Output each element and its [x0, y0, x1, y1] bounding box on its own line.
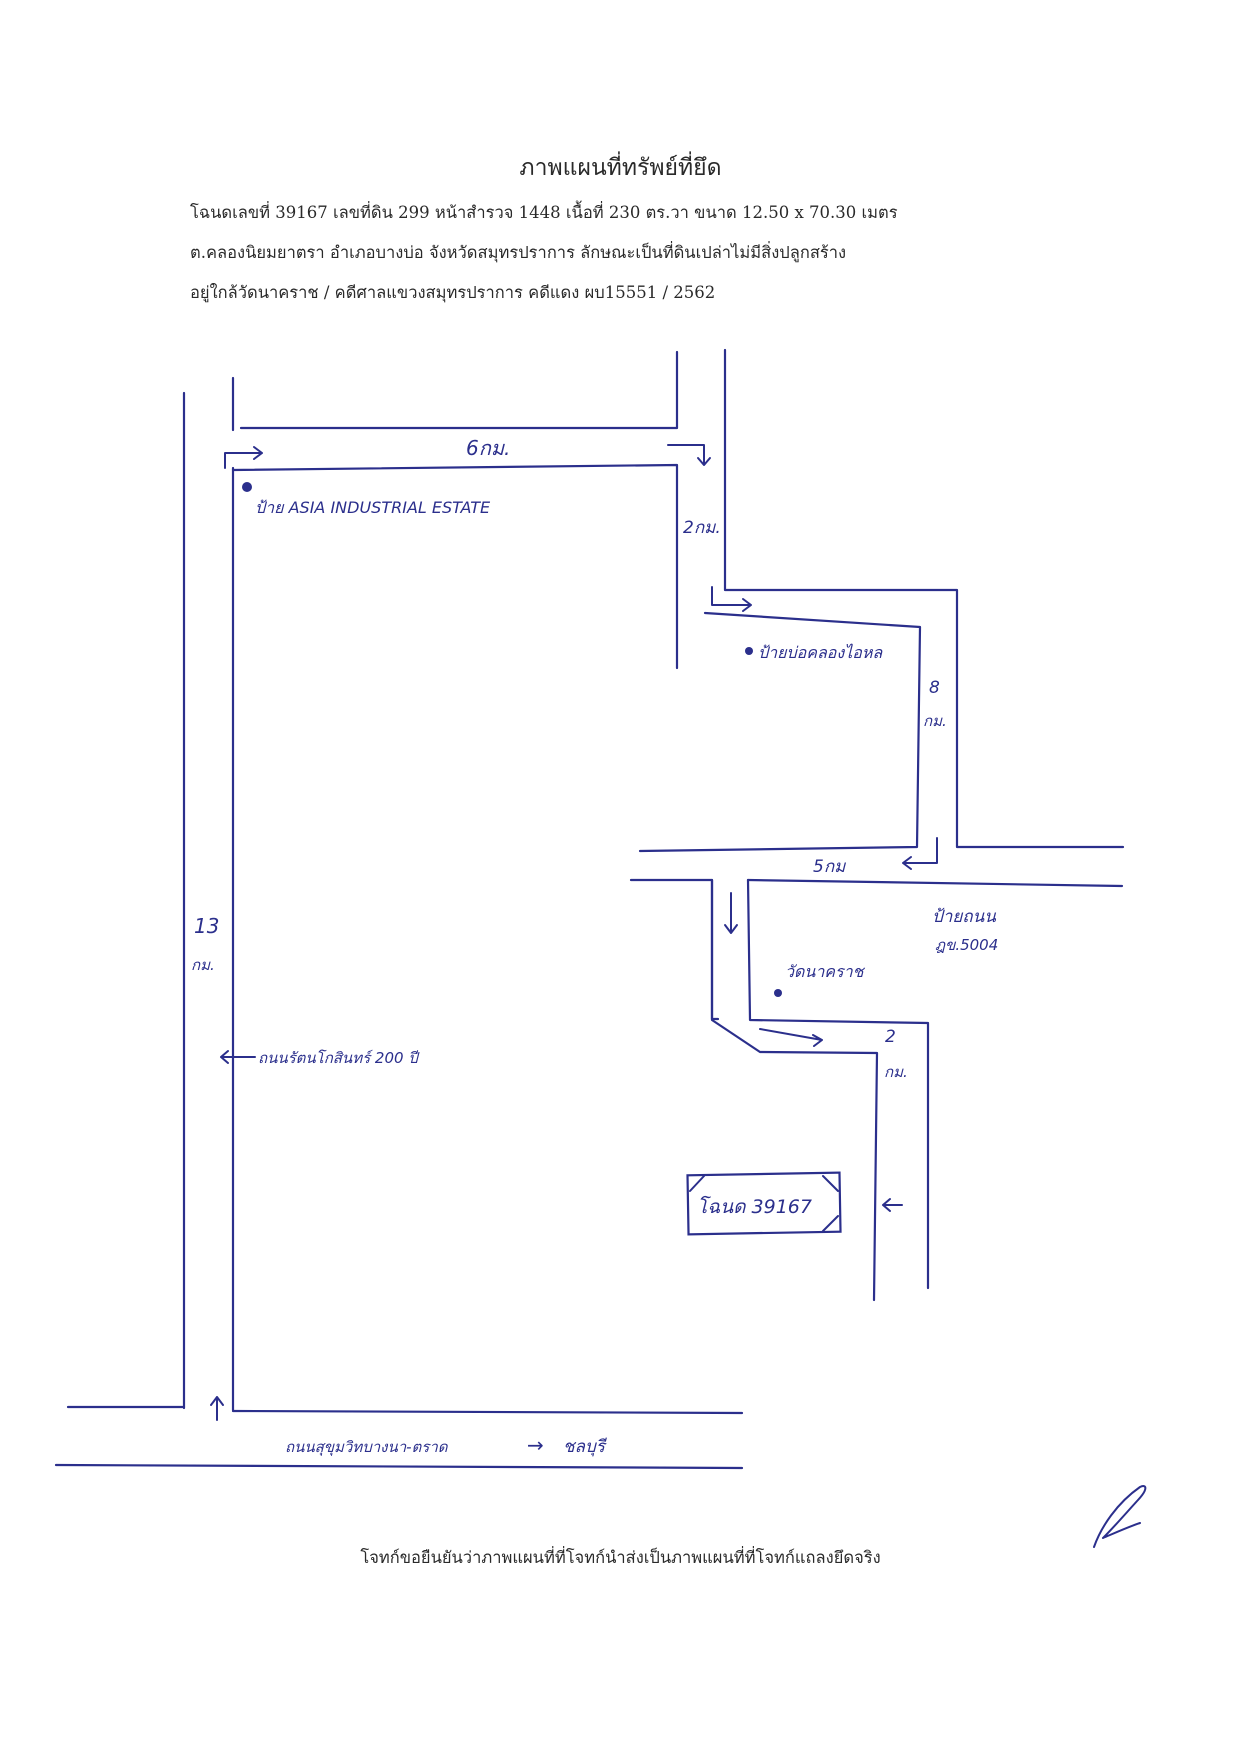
- branch-left: [710, 878, 879, 1302]
- distance-label-13-num: 13: [194, 914, 219, 938]
- distance-label-13-unit: กม.: [191, 956, 215, 974]
- location-dot: [242, 482, 252, 492]
- arrow-icon: [882, 1198, 903, 1212]
- arrow-icon: [724, 892, 738, 934]
- direction-arrow-text: →: [527, 1433, 544, 1457]
- deed-plot: [686, 1171, 842, 1236]
- arrow-icon: [759, 1028, 823, 1047]
- arrow-icon: [210, 1396, 224, 1421]
- right-vertical-outer: [723, 348, 1125, 849]
- footer-statement: โจทก์ขอยืนยันว่าภาพแผนที่ที่โจทก์นำส่งเป…: [360, 1548, 881, 1567]
- distance-label-5km: 5กม: [813, 857, 846, 877]
- arrow-icon: [667, 444, 711, 466]
- deed-info-line-2: ต.คลองนิยมยาตรา อำเภอบางบ่อ จังหวัดสมุทร…: [190, 243, 847, 262]
- distance-label-2-unit: กม.: [884, 1063, 908, 1081]
- deed-corner-mark: [689, 1175, 839, 1232]
- asia-estate-sign: ป้าย ASIA INDUSTRIAL ESTATE: [255, 498, 491, 517]
- distance-label-top: 6กม.: [466, 436, 510, 460]
- mid-road-lower-right: [746, 878, 1124, 888]
- direction-arrows: [210, 444, 938, 1421]
- road-code: ฎข.5004: [935, 936, 998, 954]
- klong-sign: ป้ายบ่อคลองไอหล: [758, 643, 883, 662]
- deed-info-line-3: อยู่ใกล้วัดนาคราช / คดีศาลแขวงสมุทรปรากา…: [190, 283, 716, 302]
- page-title: ภาพแผนที่ทรัพย์ที่ยึด: [519, 155, 722, 181]
- deed-info-line-1: โฉนดเลขที่ 39167 เลขที่ดิน 299 หน้าสำรวจ…: [190, 203, 898, 222]
- main-road-label: ถนนสุขุมวิทบางนา-ตราด: [285, 1438, 449, 1456]
- arrow-icon: [711, 586, 752, 612]
- signature: [1093, 1485, 1147, 1548]
- road-lines: [54, 348, 1125, 1470]
- temple-label: วัดนาคราช: [785, 962, 866, 981]
- location-dot: [774, 989, 782, 997]
- distance-label-8-unit: กม.: [923, 712, 947, 730]
- location-dot: [745, 647, 753, 655]
- distance-label-8-num: 8: [929, 678, 940, 698]
- direction-label: ชลบุรี: [563, 1437, 608, 1457]
- branch-right: [746, 878, 930, 1290]
- road-sign: ป้ายถนน: [932, 907, 996, 927]
- top-road-upper: [239, 350, 679, 430]
- bottom-road-upper-right: [231, 1409, 744, 1415]
- distance-label-2km-a: 2กม.: [683, 518, 721, 538]
- distance-label-2-num: 2: [885, 1027, 896, 1047]
- mid-road-lower: [629, 878, 720, 1021]
- arrow-icon: [902, 837, 938, 870]
- deed-label: โฉนด 39167: [697, 1195, 812, 1218]
- right-vertical-inner: [638, 611, 922, 853]
- top-road-lower: [231, 463, 679, 670]
- arrow-icon: [224, 446, 263, 469]
- arrow-icon: [220, 1050, 256, 1064]
- bottom-road-lower: [54, 1463, 744, 1470]
- side-road-label: ถนนรัตนโกสินทร์ 200 ปี: [258, 1049, 420, 1067]
